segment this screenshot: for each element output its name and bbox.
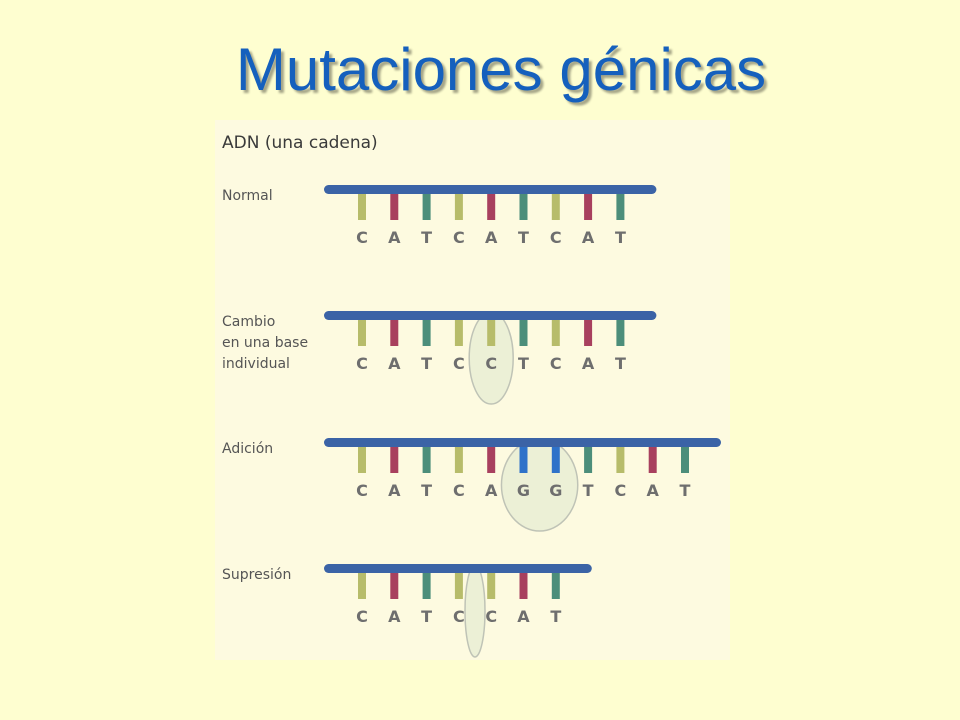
- row-label-supresion: Supresión: [222, 565, 291, 586]
- base-bar-C: [358, 573, 366, 599]
- label-line: Supresión: [222, 567, 292, 583]
- base-letter: G: [549, 481, 562, 500]
- base-bar-A: [390, 573, 399, 599]
- base-letter: C: [453, 481, 465, 500]
- base-bar-A: [487, 447, 496, 473]
- row-label-normal: Normal: [222, 186, 273, 207]
- base-letter: T: [550, 607, 561, 626]
- dna-backbone: [324, 438, 721, 447]
- base-letter: T: [615, 228, 626, 247]
- base-bar-A: [648, 447, 657, 473]
- base-bar-T: [519, 320, 528, 346]
- label-line: individual: [222, 356, 290, 372]
- base-letter: T: [421, 228, 432, 247]
- base-letter: C: [356, 354, 368, 373]
- base-letter: C: [485, 354, 497, 373]
- base-bar-C: [358, 447, 366, 473]
- base-bar-A: [390, 194, 399, 220]
- base-letter: A: [582, 228, 595, 247]
- base-bar-T: [616, 194, 625, 220]
- page-title: Mutaciones génicas: [235, 36, 767, 103]
- base-letter: T: [421, 481, 432, 500]
- row-label-cambio: Cambio en una base individual: [222, 312, 308, 375]
- base-letter: C: [453, 228, 465, 247]
- base-letter: C: [356, 481, 368, 500]
- base-bar-C: [454, 194, 463, 220]
- base-letter: C: [485, 607, 497, 626]
- mutation-highlight-ellipse: [500, 438, 579, 532]
- base-letter: C: [615, 481, 627, 500]
- base-bar-T: [616, 320, 625, 346]
- base-letter: T: [518, 354, 529, 373]
- base-bar-C: [551, 320, 560, 346]
- base-letter: T: [518, 228, 529, 247]
- label-line: Normal: [222, 188, 273, 204]
- base-bar-T: [519, 194, 528, 220]
- base-bar-C: [454, 447, 463, 473]
- base-bar-A: [584, 194, 593, 220]
- base-bar-T: [681, 447, 689, 473]
- base-bar-C: [454, 320, 463, 346]
- base-letter: A: [388, 354, 401, 373]
- base-bar-C: [616, 447, 625, 473]
- dna-backbone: [324, 311, 657, 320]
- base-letter: A: [388, 228, 401, 247]
- dna-backbone: [324, 185, 657, 194]
- base-letter: T: [421, 607, 432, 626]
- base-bar-T: [422, 447, 431, 473]
- base-letter: T: [615, 354, 626, 373]
- base-letter: A: [582, 354, 595, 373]
- mutation-highlight-ellipse: [464, 564, 486, 658]
- base-bar-G: [551, 447, 560, 473]
- base-letter: A: [485, 228, 498, 247]
- base-letter: C: [356, 607, 368, 626]
- diagram-subtitle: ADN (una cadena): [222, 133, 378, 153]
- base-letter: T: [583, 481, 594, 500]
- base-letter: C: [453, 607, 465, 626]
- base-bar-A: [519, 573, 528, 599]
- dna-backbone: [324, 564, 592, 573]
- base-letter: A: [517, 607, 530, 626]
- row-label-adicion: Adición: [222, 439, 273, 460]
- label-line: Cambio: [222, 314, 276, 330]
- base-bar-C: [358, 194, 366, 220]
- base-letter: T: [421, 354, 432, 373]
- base-bar-A: [390, 320, 399, 346]
- base-bar-T: [422, 194, 431, 220]
- base-bar-T: [422, 320, 431, 346]
- base-bar-G: [519, 447, 528, 473]
- base-letter: A: [388, 607, 401, 626]
- base-letter: C: [550, 354, 562, 373]
- base-bar-C: [551, 194, 560, 220]
- base-bar-C: [358, 320, 366, 346]
- base-bar-A: [487, 194, 496, 220]
- base-letter: C: [453, 354, 465, 373]
- base-bar-C: [487, 573, 496, 599]
- base-letter: T: [680, 481, 691, 500]
- base-bar-A: [584, 320, 593, 346]
- base-letter: A: [647, 481, 660, 500]
- base-letter: C: [550, 228, 562, 247]
- base-bar-T: [422, 573, 431, 599]
- base-bar-C: [487, 320, 496, 346]
- label-line: en una base: [222, 335, 309, 351]
- base-bar-C: [454, 573, 463, 599]
- base-letter: A: [388, 481, 401, 500]
- base-letter: C: [356, 228, 368, 247]
- base-letter: A: [485, 481, 498, 500]
- base-bar-A: [390, 447, 399, 473]
- base-bar-T: [584, 447, 593, 473]
- base-letter: G: [517, 481, 530, 500]
- base-bar-T: [551, 573, 560, 599]
- label-line: Adición: [222, 441, 274, 457]
